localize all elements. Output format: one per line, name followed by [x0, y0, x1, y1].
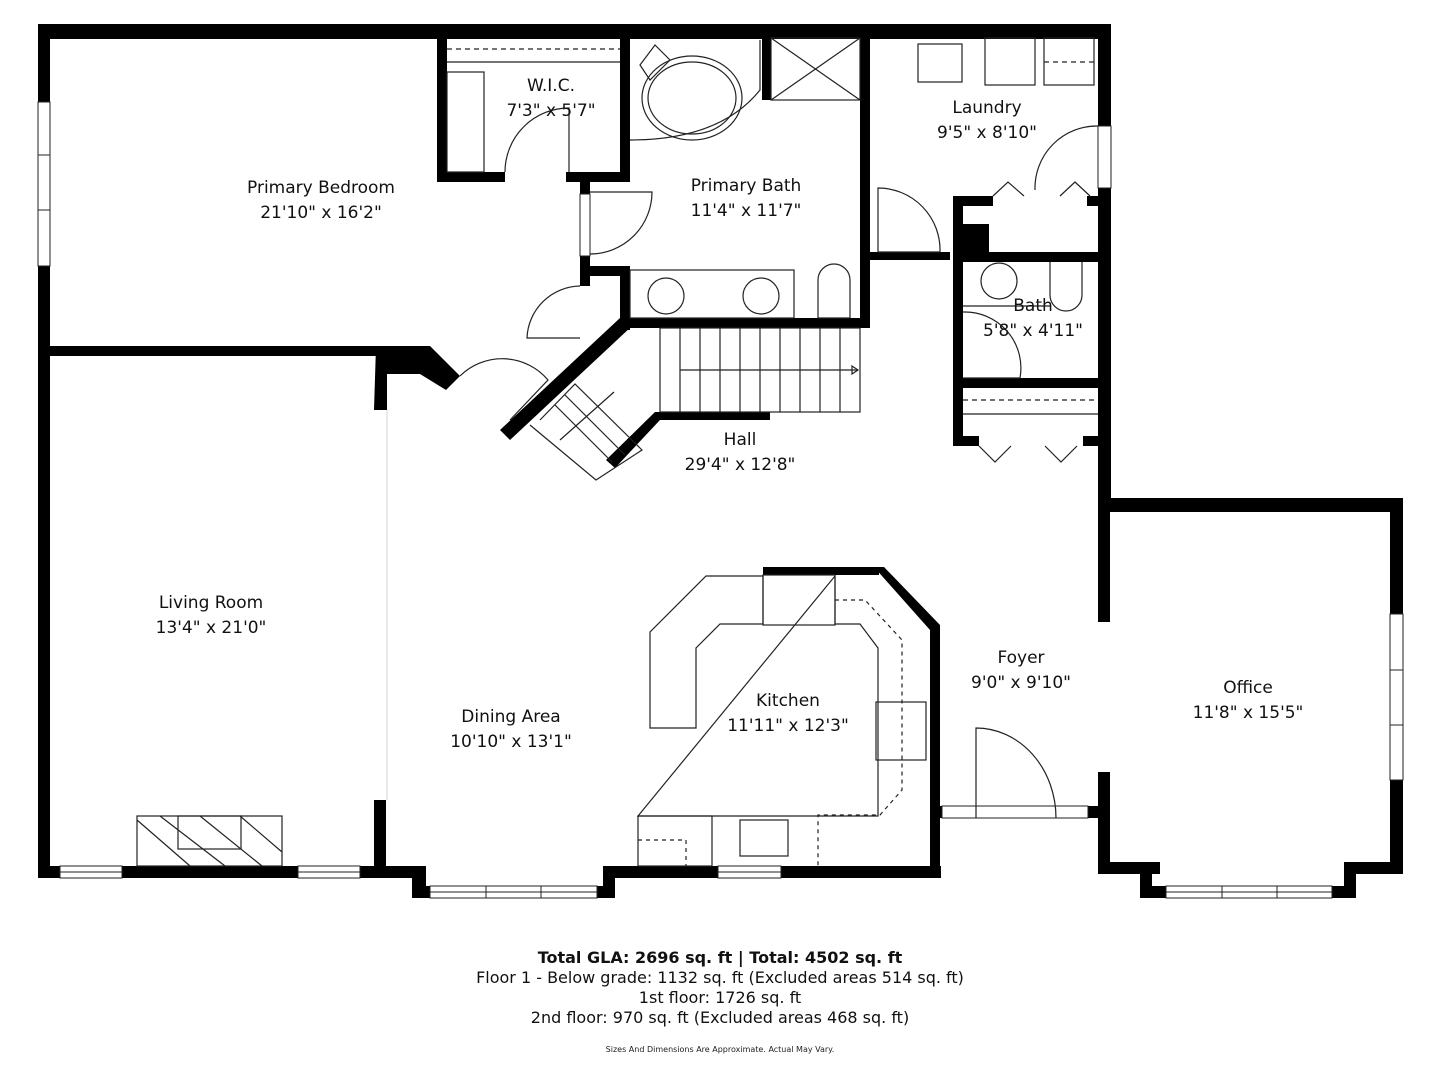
room-dimensions: 13'4" x 21'0" [155, 618, 267, 638]
area-summary: Total GLA: 2696 sq. ft | Total: 4502 sq.… [0, 948, 1440, 1028]
floor1-area-line: Floor 1 - Below grade: 1132 sq. ft (Excl… [476, 968, 964, 987]
room-name: Laundry [952, 98, 1022, 118]
room-name: W.I.C. [527, 76, 575, 96]
room-label-dining-area: Dining Area 10'10" x 13'1" [450, 705, 572, 755]
room-label-laundry: Laundry 9'5" x 8'10" [937, 96, 1037, 146]
disclaimer: Sizes And Dimensions Are Approximate. Ac… [605, 1045, 835, 1054]
room-name: Hall [723, 430, 757, 450]
room-label-bath: Bath 5'8" x 4'11" [983, 294, 1083, 344]
room-dimensions: 9'5" x 8'10" [937, 123, 1037, 143]
room-name: Kitchen [756, 691, 820, 711]
total-area-line: Total GLA: 2696 sq. ft | Total: 4502 sq.… [537, 948, 903, 967]
room-dimensions: 11'8" x 15'5" [1192, 703, 1304, 723]
room-name: Primary Bedroom [247, 178, 395, 198]
room-label-hall: Hall 29'4" x 12'8" [685, 428, 796, 478]
room-label-primary-bath: Primary Bath 11'4" x 11'7" [691, 174, 802, 224]
windows [37, 101, 1404, 899]
room-dimensions: 11'11" x 12'3" [727, 716, 849, 736]
room-name: Foyer [997, 648, 1045, 668]
room-name: Bath [1013, 296, 1053, 316]
room-name: Office [1223, 678, 1273, 698]
room-label-office: Office 11'8" x 15'5" [1193, 676, 1304, 726]
room-dimensions: 29'4" x 12'8" [684, 455, 796, 475]
room-dimensions: 21'10" x 16'2" [260, 203, 382, 223]
room-dimensions: 10'10" x 13'1" [450, 732, 572, 752]
walls [38, 24, 1403, 898]
room-dimensions: 7'3" x 5'7" [506, 101, 596, 121]
room-name: Living Room [158, 593, 264, 613]
second-floor-area-line: 2nd floor: 970 sq. ft (Excluded areas 46… [530, 1008, 910, 1027]
first-floor-area-line: 1st floor: 1726 sq. ft [638, 988, 802, 1007]
room-label-living-room: Living Room 13'4" x 21'0" [156, 591, 267, 641]
room-label-wic: W.I.C. 7'3" x 5'7" [506, 74, 595, 124]
room-label-foyer: Foyer 9'0" x 9'10" [971, 646, 1071, 696]
room-dimensions: 5'8" x 4'11" [983, 321, 1083, 341]
room-name: Dining Area [461, 707, 561, 727]
room-dimensions: 9'0" x 9'10" [971, 673, 1071, 693]
room-dimensions: 11'4" x 11'7" [690, 201, 802, 221]
fixtures-and-doors [136, 37, 1099, 867]
room-name: Primary Bath [690, 176, 802, 196]
room-label-kitchen: Kitchen 11'11" x 12'3" [727, 689, 849, 739]
room-label-primary-bedroom: Primary Bedroom 21'10" x 16'2" [247, 176, 395, 226]
